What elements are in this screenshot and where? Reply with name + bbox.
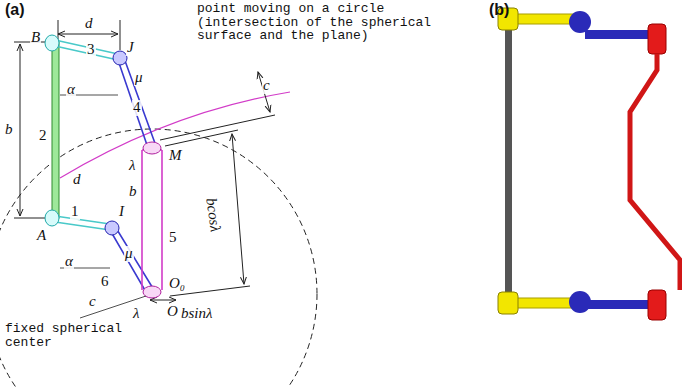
- dimension-label: 3: [86, 42, 96, 58]
- dimension-label: d: [84, 16, 94, 32]
- dimension-label: μ: [134, 70, 144, 86]
- dimension-label: c: [88, 294, 97, 310]
- dimension-label: α: [66, 82, 76, 98]
- dimension-label: B: [30, 30, 41, 46]
- dimension-label: M: [168, 148, 183, 164]
- dimension-label: O: [166, 304, 179, 320]
- dimension-label: bsinλ: [180, 306, 214, 322]
- dimension-label: 4: [132, 100, 142, 116]
- dimension-label: b: [128, 184, 138, 200]
- dimension-label: (a): [4, 2, 26, 19]
- dimension-label: 6: [100, 274, 110, 290]
- dimension-label: bcosλ: [202, 196, 223, 234]
- dimension-label: λ: [132, 306, 141, 322]
- annotation-note: fixed spherical center: [4, 322, 136, 349]
- dimension-label: b: [4, 122, 14, 138]
- dimension-label: λ: [128, 158, 137, 174]
- dimension-label: μ: [124, 246, 134, 262]
- dimension-label: d: [72, 172, 82, 188]
- dimension-label: 2: [38, 128, 48, 144]
- dimension-label: I: [118, 204, 125, 220]
- dimension-label: (b): [488, 2, 510, 19]
- dimension-label: 5: [168, 230, 178, 246]
- dimension-label: J: [126, 40, 135, 56]
- dimension-label: α: [64, 254, 74, 270]
- dimension-label: O₀: [168, 276, 186, 292]
- dimension-label: 1: [70, 204, 80, 220]
- annotation-note: point moving on a circle (intersection o…: [196, 2, 448, 43]
- dimension-label: c: [262, 78, 271, 94]
- dimension-label: A: [36, 228, 47, 244]
